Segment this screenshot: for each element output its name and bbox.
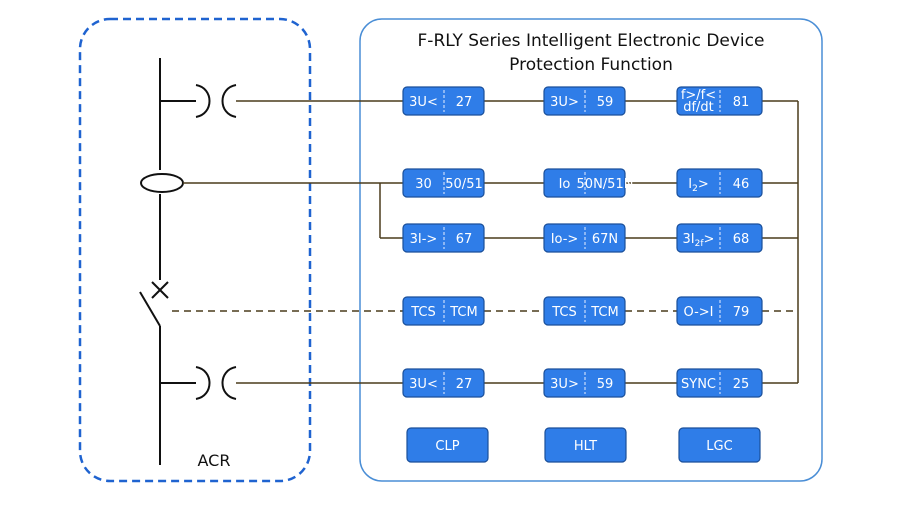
block-ansi-number: 67N — [592, 232, 618, 247]
protection-block-row-trip-circuit-1: TCS TCM — [402, 296, 485, 326]
block-code: 30 — [415, 177, 432, 192]
block-code: 3U> — [550, 95, 579, 110]
block-code: 3I2f> — [683, 232, 715, 249]
block-code: TCS — [410, 305, 436, 320]
acr-region — [78, 17, 312, 483]
block-code-main: I — [688, 177, 692, 192]
block-ansi-number: 46 — [733, 177, 750, 192]
block-ansi-number: 50/51 — [445, 177, 482, 192]
block-ansi-number: 59 — [597, 95, 614, 110]
block-code-subscript: 2 — [692, 184, 698, 194]
block-code-main: 3U> — [550, 377, 579, 392]
block-code: I2> — [688, 177, 708, 194]
block-code: Io-> — [551, 232, 579, 247]
block-background — [406, 427, 489, 463]
panel-title-line1: F-RLY Series Intelligent Electronic Devi… — [418, 31, 765, 51]
block-code-main: 3U< — [409, 95, 438, 110]
block-background — [544, 427, 627, 463]
block-code-main: TCS — [551, 305, 577, 320]
breaker-switch-icon — [139, 281, 169, 327]
block-ansi-number: 81 — [733, 95, 750, 110]
block-ansi-number: 27 — [456, 95, 473, 110]
block-ansi-number: 59 — [597, 377, 614, 392]
function-block-label: HLT — [574, 439, 597, 454]
protection-block-row-trip-circuit-2: TCS TCM — [543, 296, 626, 326]
block-code-lower: df/dt — [683, 100, 714, 115]
wires — [183, 100, 799, 384]
block-code-main: O->I — [683, 305, 713, 320]
protection-block-row-current-2: Io 50N/51N — [543, 168, 634, 198]
function-block-clp: CLP — [406, 427, 489, 463]
block-ansi-number: 50N/51N — [577, 177, 634, 192]
function-block-lgc: LGC — [678, 427, 761, 463]
protection-block-row-directional-3: 3I2f>68 — [676, 223, 763, 253]
block-code-main: TCS — [410, 305, 436, 320]
voltage-transformer-top-icon — [160, 84, 237, 118]
ied-panel — [359, 18, 823, 482]
block-code: Io — [559, 177, 571, 192]
protection-block-row-directional-1: 3I-> 67 — [402, 223, 485, 253]
block-code-subscript: 2f — [695, 239, 705, 249]
block-code-suffix: > — [704, 232, 715, 247]
protection-block-row-voltage-top-2: 3U> 59 — [543, 86, 626, 116]
block-code: TCS — [551, 305, 577, 320]
protection-block-row-directional-2: Io-> 67N — [543, 223, 626, 253]
current-transformer-icon — [140, 173, 184, 193]
block-code-main: Io-> — [551, 232, 579, 247]
block-code-main: 3U> — [550, 95, 579, 110]
block-code: O->I — [683, 305, 713, 320]
block-code: 3U> — [550, 377, 579, 392]
function-block-label: CLP — [435, 439, 459, 454]
block-ansi-number: TCM — [449, 305, 477, 320]
protection-block-row-trip-circuit-3: O->I 79 — [676, 296, 763, 326]
protection-block-row-voltage-bottom-1: 3U< 27 — [402, 368, 485, 398]
block-ansi-number: 79 — [733, 305, 750, 320]
protection-block-row-current-1: 30 50/51 — [402, 168, 485, 198]
block-ansi-number: 25 — [733, 377, 750, 392]
block-background — [678, 427, 761, 463]
block-ansi-number: 67 — [456, 232, 473, 247]
block-code: 3U< — [409, 95, 438, 110]
voltage-transformer-bottom-icon — [160, 366, 237, 400]
block-code-upper: f>/f< — [681, 88, 716, 103]
block-code-main: 30 — [415, 177, 432, 192]
block-code-main: 3I-> — [410, 232, 438, 247]
protection-block-row-voltage-bottom-3: SYNC 25 — [676, 368, 763, 398]
block-code-main: 3I — [683, 232, 695, 247]
protection-block-row-voltage-bottom-2: 3U> 59 — [543, 368, 626, 398]
block-ansi-number: 27 — [456, 377, 473, 392]
block-ansi-number: TCM — [590, 305, 618, 320]
acr-label: ACR — [198, 451, 231, 470]
block-code: 3I-> — [410, 232, 438, 247]
block-code: SYNC — [681, 377, 716, 392]
protection-block-row-voltage-top-3: f>/f<df/dt 81 — [676, 86, 763, 116]
function-block-hlt: HLT — [544, 427, 627, 463]
block-code: 3U< — [409, 377, 438, 392]
block-code-main: SYNC — [681, 377, 716, 392]
block-code-main: 3U< — [409, 377, 438, 392]
protection-block-row-current-3: I2>46 — [676, 168, 763, 198]
function-block-label: LGC — [706, 439, 732, 454]
block-code-main: Io — [559, 177, 571, 192]
block-code-suffix: > — [698, 177, 709, 192]
panel-title-line2: Protection Function — [509, 55, 673, 75]
block-ansi-number: 68 — [733, 232, 750, 247]
protection-block-row-voltage-top-1: 3U< 27 — [402, 86, 485, 116]
